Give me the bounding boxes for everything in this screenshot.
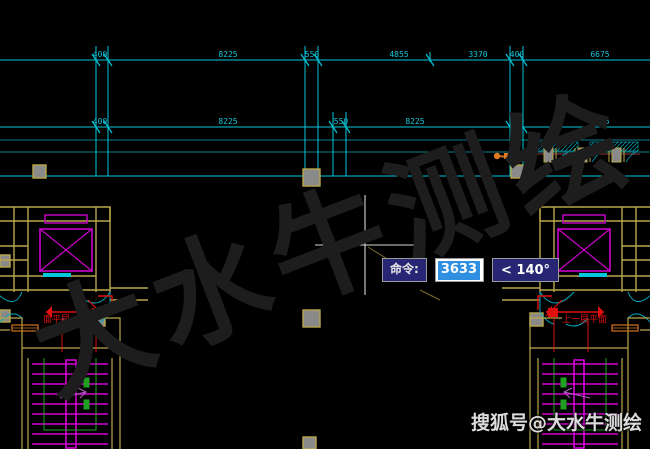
dimension-label-group-top: 400 8225 550 4855 3370 400 6675 [93,50,610,59]
furniture-orange [611,324,639,332]
dimension-label: 550 [334,117,349,126]
command-value-input[interactable]: 3633 [434,258,484,282]
dynamic-input-group[interactable]: 命令: 3633 < 140° [382,258,560,282]
red-annotation-right: 上一层平面 [537,295,607,352]
furniture-orange [11,324,39,332]
left-building-unit[interactable]: 上一层平面 [0,206,148,449]
top-right-wall-band [493,141,640,163]
dimension-label: 400 [93,117,108,126]
stair-boundary [43,358,97,431]
dimension-label: 6675 [590,117,609,126]
dimension-label: 400 [510,117,525,126]
angle-readout: < 140° [492,258,560,282]
column-marker [529,312,544,327]
corner-watermark: 搜狐号@大水牛测绘 [470,412,642,434]
stair-flight [32,359,108,449]
dimension-label: 8225 [218,117,237,126]
orange-marker-icon [493,152,521,160]
red-annotation-text: 上一层平面 [43,314,88,325]
stair-flight [542,359,618,449]
column-marker [510,164,525,179]
dimension-label: 8225 [405,117,424,126]
dimension-label-group-middle: 400 8225 550 8225 400 6675 [93,117,610,126]
dimension-label: 8225 [218,50,237,59]
crosshair-cursor[interactable] [315,195,441,301]
dimension-label: 550 [305,50,320,59]
column-marker [0,309,11,323]
door-swing-arcs [539,291,650,327]
dimension-label: 400 [510,50,525,59]
column-marker [302,309,321,328]
red-annotation-left: 上一层平面 [43,295,113,352]
column-marker [302,436,317,449]
elevator-shaft [39,214,93,277]
dimension-grid-network [0,46,650,177]
column-marker [0,254,11,268]
stair-boundary [553,358,607,431]
command-value-text: 3633 [437,260,480,280]
elevator-shaft [557,214,611,277]
door-swing-arcs [0,291,111,327]
red-annotation-text: 上一层平面 [562,314,607,325]
column-marker [302,168,321,187]
dimension-label: 4855 [389,50,408,59]
command-prompt-label: 命令: [382,258,427,282]
column-marker [32,164,47,179]
right-building-unit[interactable]: 上一层平面 [502,206,650,449]
dimension-label: 3370 [468,50,487,59]
dimension-label: 6675 [590,50,609,59]
dimension-label: 400 [93,50,108,59]
